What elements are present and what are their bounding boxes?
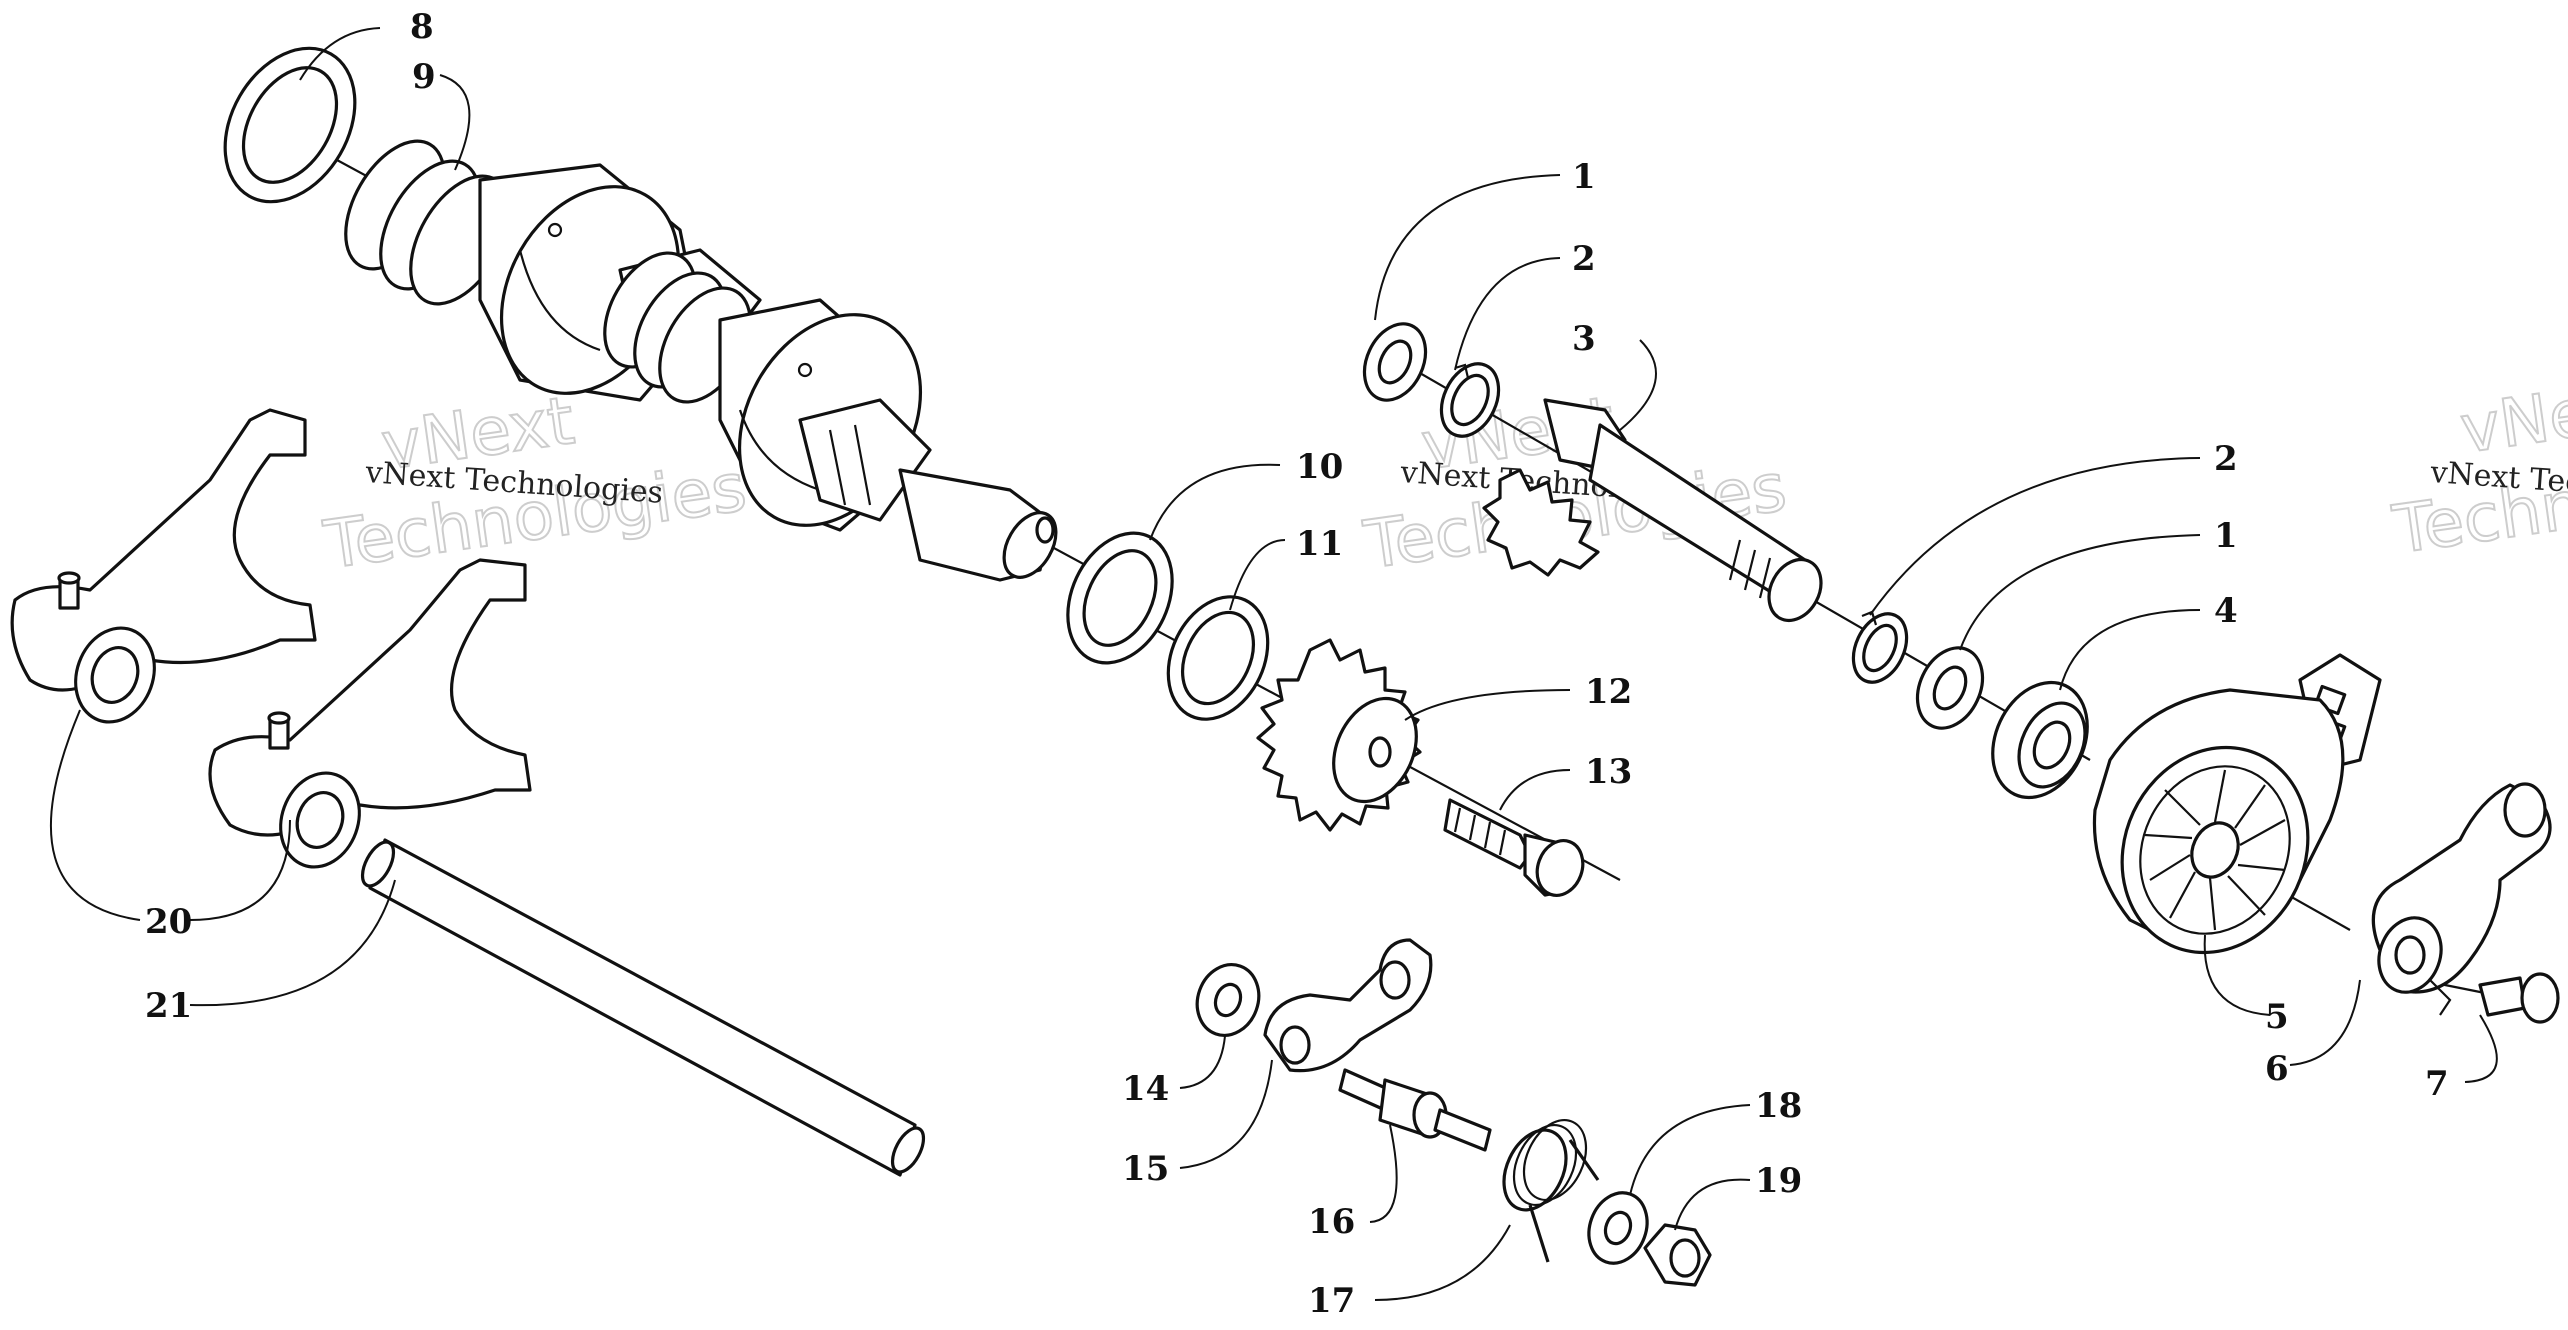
leader-lines [50, 27, 2498, 1301]
part-4-bearing [1991, 680, 2089, 800]
callout-11: 11 [1296, 524, 1343, 564]
part-8-washer [223, 46, 357, 204]
part-12-star-gear [1256, 638, 1422, 832]
part-10-bearing [1066, 531, 1174, 665]
part-14-washer [1195, 963, 1261, 1037]
callout-12: 12 [1585, 672, 1632, 712]
callout-2: 2 [1572, 239, 1596, 279]
callout-7: 7 [2425, 1064, 2449, 1104]
part-18-washer [1587, 1191, 1649, 1265]
part-2-circlip-lower [1851, 610, 1909, 684]
part-9-shift-drum [344, 139, 1058, 582]
part-16-pin [1338, 1068, 1492, 1152]
callout-18: 18 [1755, 1086, 1802, 1126]
callout-4: 4 [2214, 591, 2238, 631]
callout-21: 21 [145, 986, 192, 1026]
part-15-plate [1263, 938, 1433, 1073]
callout-1: 1 [1572, 157, 1596, 197]
callout-6: 6 [2265, 1049, 2289, 1089]
part-3-gear-shaft [1482, 398, 1823, 623]
part-1-washer-lower [1915, 646, 1985, 730]
part-2-circlip-upper [1439, 362, 1501, 438]
callout-15: 15 [1122, 1149, 1169, 1189]
callout-20: 20 [145, 902, 192, 942]
part-20-shift-forks [10, 408, 532, 869]
part-7-bolt [2478, 972, 2560, 1024]
callout-10: 10 [1296, 447, 1343, 487]
part-11-washer [1166, 595, 1270, 721]
callout-14: 14 [1122, 1069, 1169, 1109]
callout-16: 16 [1308, 1202, 1355, 1242]
callout-5: 5 [2265, 997, 2289, 1037]
callout-1: 1 [2214, 516, 2238, 556]
callout-numbers: 8 9 1 2 3 10 11 12 13 2 1 4 5 6 7 14 15 … [145, 7, 2449, 1321]
callout-8: 8 [410, 7, 434, 47]
callout-9: 9 [412, 57, 436, 97]
part-19-nut [1643, 1223, 1712, 1287]
part-6-lever [2371, 782, 2552, 1016]
callout-19: 19 [1755, 1161, 1802, 1201]
part-17-spring [1502, 1119, 1600, 1263]
callout-3: 3 [1572, 319, 1596, 359]
callout-17: 17 [1308, 1281, 1355, 1321]
part-13-bolt [1443, 798, 1585, 897]
part-21-fork-rod [360, 838, 926, 1177]
part-5-sensor [2092, 653, 2382, 955]
part-1-washer-upper [1362, 322, 1428, 402]
watermark-top: vNext [2456, 365, 2568, 468]
callout-13: 13 [1585, 752, 1632, 792]
callout-2: 2 [2214, 439, 2238, 479]
